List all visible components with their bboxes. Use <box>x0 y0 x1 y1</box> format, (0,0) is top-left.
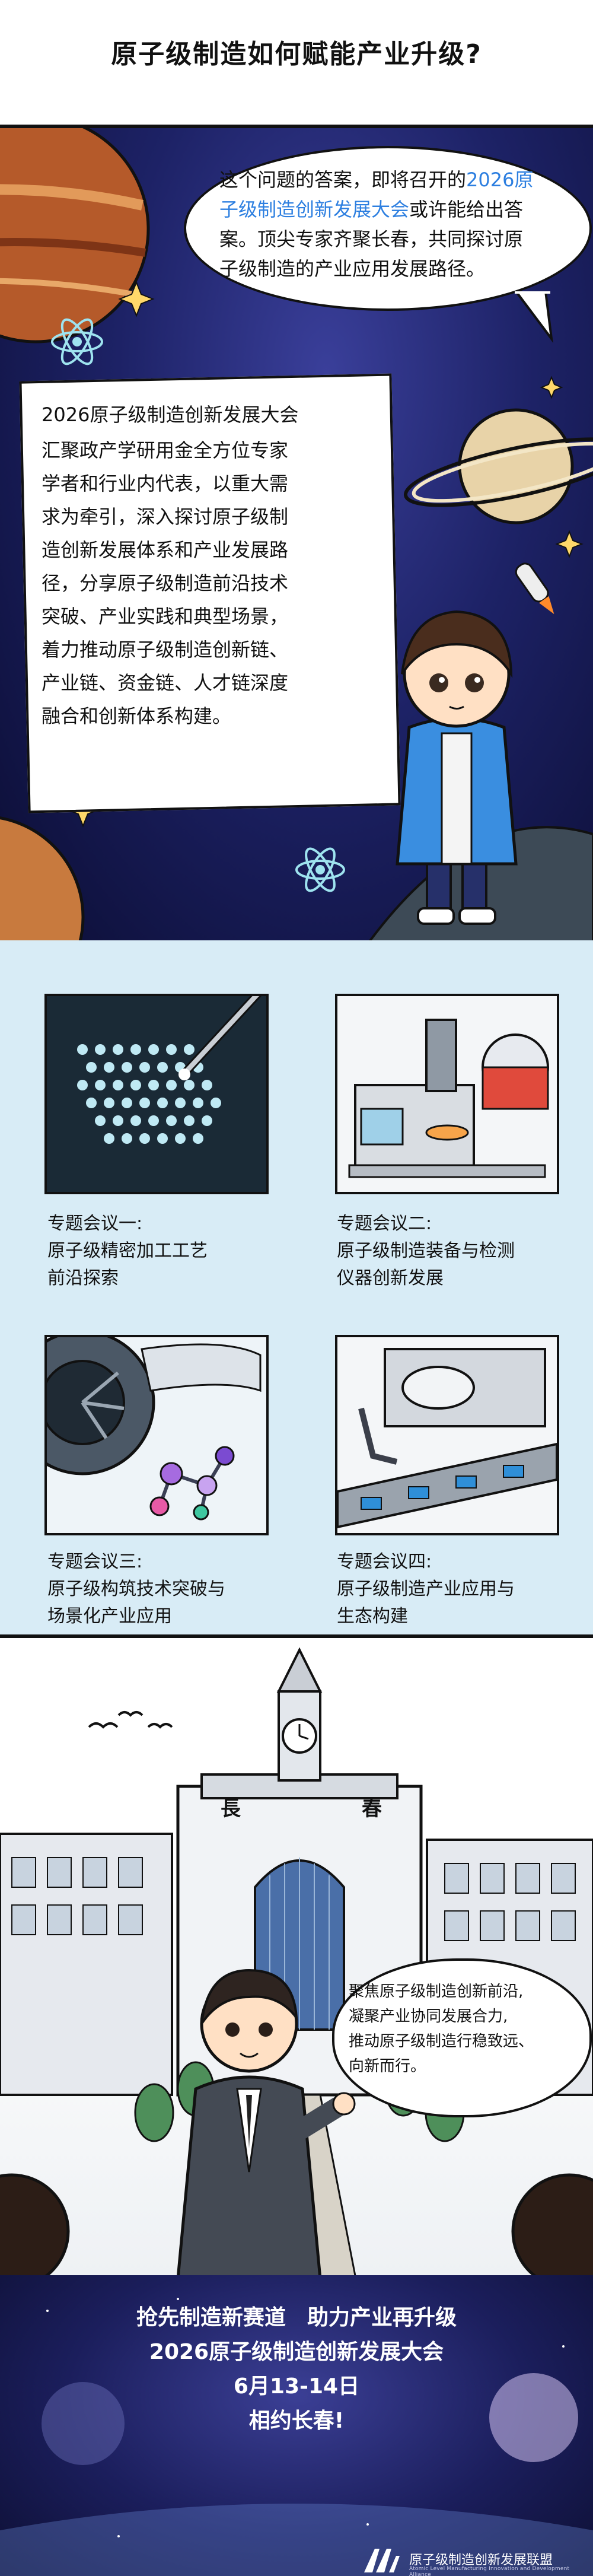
bubble-tail <box>514 291 553 344</box>
speech-line-4: 向新而行。 <box>349 2057 426 2075</box>
speech-line-2: 凝聚产业协同发展合力, <box>349 2008 508 2025</box>
meeting-2-line-2: 仪器创新发展 <box>337 1268 444 1289</box>
meeting-2-line-1: 原子级制造装备与检测 <box>337 1241 515 1261</box>
meeting-2-illustration <box>335 994 559 1194</box>
speech-line-1: 聚焦原子级制造创新前沿, <box>349 1983 524 2001</box>
boy-character <box>396 610 518 925</box>
meeting-1-illustration <box>44 994 269 1194</box>
meeting-4-line-2: 生态构建 <box>337 1606 408 1627</box>
page-title: 原子级制造如何赋能产业升级? <box>111 39 482 69</box>
atom-lattice-image <box>77 996 262 1144</box>
meeting-1-title: 专题会议一: <box>47 1213 143 1234</box>
conference-name: 2026原子级制造创新发展大会 <box>42 403 299 426</box>
conference-description: 汇聚政产学研用金全方位专家 学者和行业内代表，以重大需 求为牵引，深入探讨原子级… <box>42 434 288 733</box>
meeting-4-illustration <box>335 1335 559 1535</box>
man-character <box>176 1968 356 2279</box>
header-panel: 原子级制造如何赋能产业升级? <box>0 0 593 125</box>
meeting-4-line-1: 原子级制造产业应用与 <box>337 1579 515 1599</box>
meeting-3-line-1: 原子级构筑技术突破与 <box>47 1579 225 1599</box>
intro-line-4: 子级制造的产业应用发展路径。 <box>219 257 486 280</box>
conference-line-5: 径，分享原子级制造前沿技术 <box>42 572 289 594</box>
intro-line-1-b: 2026原 <box>466 168 534 191</box>
space-panel: 这个问题的答案，即将召开的2026原 子级制造创新发展大会或许能给出答 案。顶尖… <box>0 125 593 947</box>
meeting-3-line-2: 场景化产业应用 <box>47 1606 172 1627</box>
conference-line-7: 着力推动原子级制造创新链、 <box>42 638 289 661</box>
meeting-4-title: 专题会议四: <box>337 1551 432 1572</box>
intro-line-2-a: 子级制造创新发展大会 <box>219 198 410 221</box>
meeting-3-title: 专题会议三: <box>47 1551 143 1572</box>
intro-line-2-b: 或许能给出答 <box>409 198 524 221</box>
intro-line-1: 这个问题的答案，即将召开的2026原 <box>219 165 533 195</box>
man-speech-bubble <box>332 1958 592 2117</box>
footer-conference: 2026原子级制造创新发展大会 <box>149 2340 444 2364</box>
alliance-name: 原子级制造创新发展联盟 <box>409 2553 553 2568</box>
conference-line-4: 造创新发展体系和产业发展路 <box>42 539 289 561</box>
alliance-logo-icon <box>364 2549 400 2572</box>
meeting-2-title: 专题会议二: <box>337 1213 432 1234</box>
meeting-1-line-2: 前沿探索 <box>47 1268 119 1289</box>
footer-slogan: 抢先制造新赛道 助力产业再升级 <box>136 2305 457 2330</box>
alliance-english-name: Atomic Level Manufacturing Innovation an… <box>409 2566 570 2576</box>
lab-equipment-image <box>348 1019 549 1178</box>
intro-speech-bubble <box>184 146 592 311</box>
footer-panel: 抢先制造新赛道 助力产业再升级 2026原子级制造创新发展大会 6月13-14日… <box>0 2275 593 2576</box>
conference-line-8: 产业链、资金链、人才链深度 <box>42 672 289 694</box>
intro-line-3: 案。顶尖专家齐聚长春，共同探讨原 <box>219 228 524 250</box>
conference-line-9: 融合和创新体系构建。 <box>42 705 232 727</box>
space-scene-illustration <box>0 128 593 944</box>
conference-line-6: 突破、产业实践和典型场景， <box>42 605 289 628</box>
changchun-station-panel: 長 春 聚焦原子级制造创新前沿, 凝聚产业协同发展合力, 推动原子级制造行稳致远… <box>0 1634 593 2282</box>
intro-line-2: 子级制造创新发展大会或许能给出答 <box>219 195 523 224</box>
meeting-3-illustration <box>44 1335 269 1535</box>
conference-line-1: 汇聚政产学研用金全方位专家 <box>42 439 289 462</box>
station-sign-left: 長 <box>221 1797 241 1821</box>
intro-line-1-a: 这个问题的答案，即将召开的 <box>219 168 467 191</box>
conference-line-2: 学者和行业内代表，以重大需 <box>42 472 289 495</box>
footer-invite: 相约长春! <box>248 2409 345 2433</box>
footer-date: 6月13-14日 <box>233 2374 360 2399</box>
factory-line-image <box>337 1348 557 1529</box>
meeting-1-line-1: 原子级精密加工工艺 <box>47 1241 208 1261</box>
conference-line-3: 求为牵引，深入探讨原子级制 <box>42 505 289 528</box>
speech-line-3: 推动原子级制造行稳致远、 <box>349 2033 534 2050</box>
station-sign-right: 春 <box>362 1797 382 1821</box>
station-scene-illustration <box>0 1647 593 2279</box>
footer-background <box>0 2298 593 2576</box>
engine-molecule-image <box>47 1337 262 1521</box>
meetings-panel: 专题会议一: 原子级精密加工工艺 前沿探索 专题会议二: 原子级制造装备与检测 … <box>0 940 593 1634</box>
